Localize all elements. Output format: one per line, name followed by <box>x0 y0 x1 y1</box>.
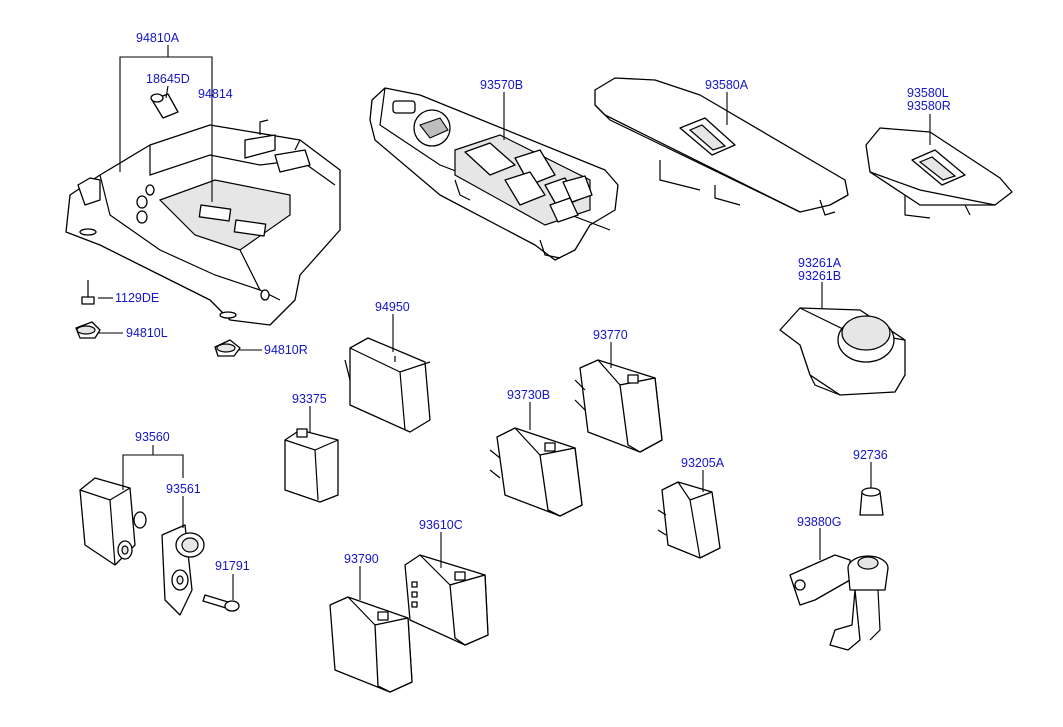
clip-right-part <box>214 339 241 357</box>
part-label-93375[interactable]: 93375 <box>292 392 327 406</box>
switch-93770-part <box>574 359 663 453</box>
part-label-94814[interactable]: 94814 <box>198 87 233 101</box>
bulb-part <box>150 93 179 119</box>
part-label-93580r[interactable]: 93580R <box>907 99 951 113</box>
part-label-92736[interactable]: 92736 <box>853 448 888 462</box>
part-label-94810r[interactable]: 94810R <box>264 343 308 357</box>
part-label-1129de[interactable]: 1129DE <box>115 291 160 305</box>
screw-1129de-part <box>81 280 95 305</box>
switch-93375-part <box>284 428 339 503</box>
part-label-93790[interactable]: 93790 <box>344 552 379 566</box>
door-switch-93560-part <box>79 477 147 566</box>
clip-left-part <box>75 321 101 339</box>
part-label-93560[interactable]: 93560 <box>135 430 170 444</box>
part-label-93580l[interactable]: 93580L <box>907 86 949 100</box>
passenger-window-switch-part <box>594 77 849 216</box>
part-label-94950[interactable]: 94950 <box>375 300 410 314</box>
part-label-93261b[interactable]: 93261B <box>798 269 842 283</box>
knob-switch-part <box>779 307 906 396</box>
console-bezel-part <box>65 119 341 326</box>
part-label-93730b[interactable]: 93730B <box>507 388 551 402</box>
part-label-94810a[interactable]: 94810A <box>136 31 180 45</box>
leader-lines <box>98 45 931 600</box>
main-window-switch-part <box>369 87 619 261</box>
screw-91791-part <box>202 594 240 612</box>
part-label-93580a[interactable]: 93580A <box>705 78 749 92</box>
part-label-94810l[interactable]: 94810L <box>126 326 168 340</box>
part-label-93610c[interactable]: 93610C <box>419 518 463 532</box>
cap-92736-part <box>859 487 884 516</box>
switch-93610c-part <box>404 554 489 646</box>
part-label-91791[interactable]: 91791 <box>215 559 250 573</box>
part-label-93880g[interactable]: 93880G <box>797 515 842 529</box>
part-label-93561[interactable]: 93561 <box>166 482 201 496</box>
part-label-18645d[interactable]: 18645D <box>146 72 190 86</box>
door-switch-93561-part <box>161 524 205 616</box>
switch-93790-part <box>329 596 413 693</box>
switch-93205a-part <box>657 481 721 559</box>
switch-93730b-part <box>489 427 583 517</box>
small-window-switch-part <box>865 127 1013 219</box>
relay-94950-part <box>344 337 431 433</box>
part-label-93570b[interactable]: 93570B <box>480 78 524 92</box>
switch-93880g-part <box>789 554 889 651</box>
part-label-93205a[interactable]: 93205A <box>681 456 725 470</box>
part-label-93770[interactable]: 93770 <box>593 328 628 342</box>
part-label-93261a[interactable]: 93261A <box>798 256 842 270</box>
